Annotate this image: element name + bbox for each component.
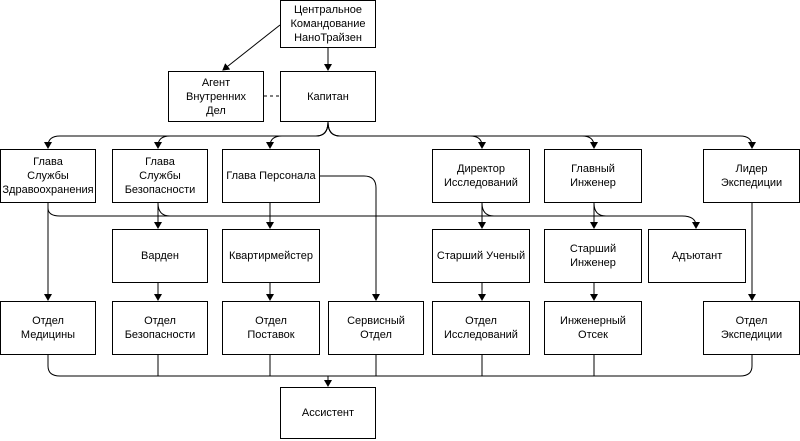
node-research-director: Директор Исследований xyxy=(432,149,530,203)
node-senior-scientist: Старший Ученый xyxy=(432,229,530,283)
edge-hos-to-adjutant xyxy=(157,202,171,217)
edge-depts-to-assistant xyxy=(47,355,753,377)
node-internal-affairs-agent: Агент Внутренних Дел xyxy=(168,71,264,122)
edge-command-to-agent xyxy=(222,24,281,71)
edge-captain-to-el xyxy=(327,121,756,149)
node-chief-engineer: Главный Инженер xyxy=(544,149,642,203)
node-assistant: Ассистент xyxy=(280,387,376,439)
edge-cmo-to-adjutant xyxy=(47,203,700,229)
node-head-of-security: Глава Службы Безопасности xyxy=(112,149,208,203)
node-service-dept: Сервисный Отдел xyxy=(328,301,424,355)
node-central-command: Центральное Командование НаноТрайзен xyxy=(280,0,376,48)
node-expedition-dept: Отдел Экспедиции xyxy=(703,301,800,355)
node-head-of-personnel: Глава Персонала xyxy=(222,149,320,203)
node-research-dept: Отдел Исследований xyxy=(432,301,530,355)
node-senior-engineer: Старший Инженер xyxy=(544,229,642,283)
node-supply-dept: Отдел Поставок xyxy=(222,301,320,355)
edge-rd-to-adjutant xyxy=(481,202,495,217)
node-security-dept: Отдел Безопасности xyxy=(112,301,208,355)
edge-captain-to-rd xyxy=(327,121,486,149)
node-captain: Капитан xyxy=(280,71,376,122)
node-engineering-dept: Инженерный Отсек xyxy=(544,301,642,355)
node-quartermaster: Квартирмейстер xyxy=(222,229,320,283)
edge-captain-to-hop xyxy=(266,121,329,149)
node-expedition-leader: Лидер Экспедиции xyxy=(703,149,800,203)
edge-captain-to-ce xyxy=(327,121,598,149)
node-medical-dept: Отдел Медицины xyxy=(0,301,96,355)
node-chief-medical: Глава Службы Здравоохранения xyxy=(0,149,96,203)
edge-ce-to-adjutant xyxy=(593,202,607,217)
edge-captain-to-cmo xyxy=(44,121,329,149)
edge-hop-to-service xyxy=(320,175,380,301)
node-warden: Варден xyxy=(112,229,208,283)
edge-captain-to-hos xyxy=(154,121,329,149)
node-adjutant: Адъютант xyxy=(648,229,746,283)
